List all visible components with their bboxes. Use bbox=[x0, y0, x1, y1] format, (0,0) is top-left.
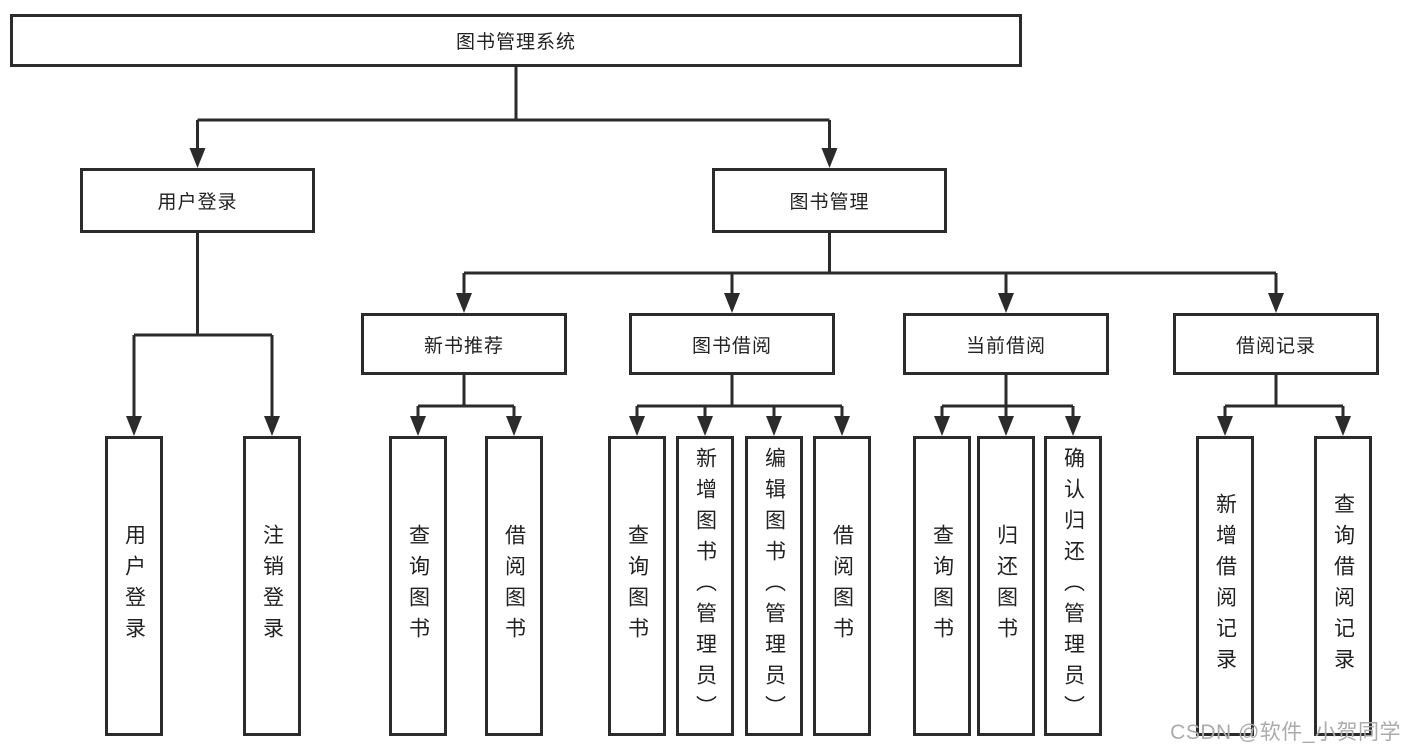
leaf-confirm-return-admin: 确认归还（管理员） bbox=[1044, 436, 1102, 736]
node-borrowing-records: 借阅记录 bbox=[1173, 313, 1379, 375]
node-new-book-recommendation: 新书推荐 bbox=[361, 313, 567, 375]
leaf-query-book-current: 查询图书 bbox=[913, 436, 971, 736]
node-label: 借阅记录 bbox=[1235, 335, 1316, 357]
node-label: 图书借阅 bbox=[691, 335, 772, 357]
node-book-management: 图书管理 bbox=[712, 168, 947, 233]
leaf-return-book: 归还图书 bbox=[977, 436, 1035, 736]
leaf-add-borrow-record: 新增借阅记录 bbox=[1196, 436, 1254, 736]
node-label: 新书推荐 bbox=[423, 335, 504, 357]
leaf-logout: 注销登录 bbox=[243, 436, 301, 736]
leaf-user-login: 用户登录 bbox=[105, 436, 163, 736]
leaf-borrow-book-recommend: 借阅图书 bbox=[485, 436, 543, 736]
node-label: 图书管理 bbox=[789, 192, 870, 213]
node-user-login: 用户登录 bbox=[80, 168, 315, 233]
node-library-management-system: 图书管理系统 bbox=[10, 14, 1022, 67]
leaf-add-book-admin: 新增图书（管理员） bbox=[676, 436, 734, 736]
leaf-borrow-book: 借阅图书 bbox=[813, 436, 871, 736]
leaf-query-borrow-record: 查询借阅记录 bbox=[1314, 436, 1372, 736]
node-label: 图书管理系统 bbox=[455, 32, 576, 53]
leaf-query-book-borrowing: 查询图书 bbox=[608, 436, 666, 736]
node-label: 用户登录 bbox=[157, 192, 238, 213]
leaf-edit-book-admin: 编辑图书（管理员） bbox=[745, 436, 803, 736]
node-label: 当前借阅 bbox=[965, 335, 1046, 357]
node-book-borrowing: 图书借阅 bbox=[629, 313, 835, 375]
leaf-query-book-recommend: 查询图书 bbox=[389, 436, 447, 736]
node-current-borrowing: 当前借阅 bbox=[903, 313, 1109, 375]
csdn-watermark: CSDN @软件_小贺同学 bbox=[1170, 721, 1401, 744]
